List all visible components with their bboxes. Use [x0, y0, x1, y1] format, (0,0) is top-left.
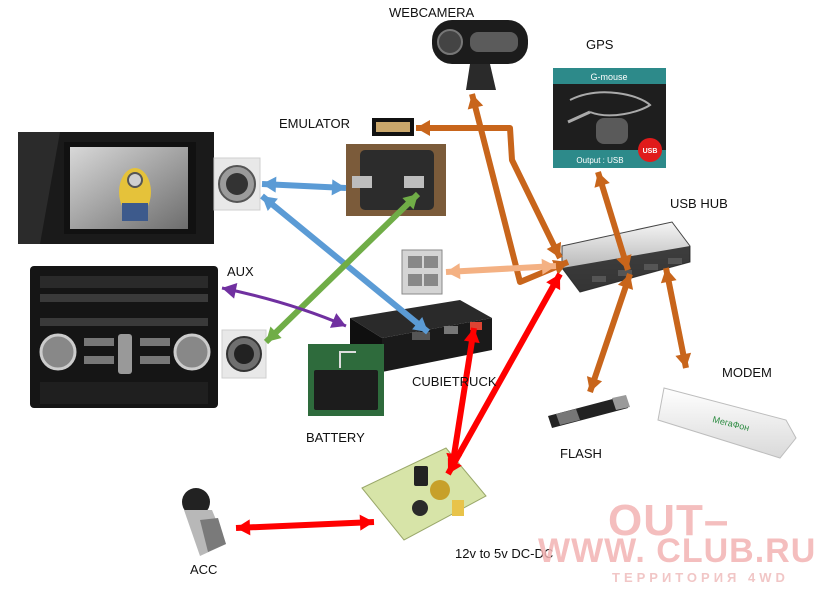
label-flash: FLASH — [560, 446, 602, 461]
radio-connector-image — [221, 329, 267, 379]
arrow-head — [262, 176, 277, 193]
gps-badge: USB — [643, 148, 658, 155]
webcamera-image — [432, 20, 528, 90]
arrow-head — [329, 313, 346, 328]
label-gps: GPS — [586, 37, 614, 52]
display-connector-image — [213, 157, 261, 211]
label-battery: BATTERY — [306, 430, 365, 445]
arrow-head — [552, 260, 568, 275]
arrow-head — [546, 274, 561, 291]
label-acc: ACC — [190, 562, 218, 577]
arrow-dc-dc-to-cubietruck — [449, 327, 477, 469]
arrow-head — [447, 457, 462, 474]
arrow-head — [594, 172, 610, 188]
watermark-line2: WWW. CLUB.RU — [538, 532, 817, 570]
arrow-head — [236, 519, 251, 536]
arrow-head — [416, 120, 430, 136]
arrow-radio-to-emulator — [263, 191, 421, 345]
gps-footer: Output : USB — [576, 156, 623, 165]
arrow-head — [463, 328, 480, 344]
label-aux: AUX — [227, 264, 254, 279]
label-cubietruck: CUBIETRUCK — [412, 374, 497, 389]
arrow-car-display-to-emulator — [261, 181, 347, 191]
arrow-head — [660, 268, 677, 284]
car-display-image — [18, 132, 214, 244]
acc-image — [182, 488, 226, 556]
gps-image — [553, 68, 666, 168]
arrow-head — [359, 514, 374, 531]
label-emulator: EMULATOR — [279, 116, 351, 131]
arrow-head — [541, 258, 556, 275]
label-dcdc: 12v to 5v DC-DC — [455, 546, 554, 561]
arrow-usb-hub-to-cubietruck — [445, 263, 557, 275]
arrow-head — [262, 196, 278, 212]
dcdc-image — [361, 447, 487, 541]
arrow-head — [467, 94, 484, 110]
arrow-usb-hub-to-modem — [663, 267, 689, 369]
arrow-head — [616, 254, 632, 270]
arrow-usb-hub-to-emulator — [416, 125, 563, 260]
label-usb-hub: USB HUB — [670, 196, 728, 211]
flash-image — [548, 395, 630, 428]
arrow-usb-hub-to-flash — [587, 273, 633, 393]
arrow-head — [546, 241, 562, 258]
radio-unit-image — [30, 266, 218, 408]
arrow-head — [446, 263, 461, 280]
arrow-head — [222, 282, 238, 299]
emulator-image — [346, 118, 446, 216]
arrow-dc-dc-to-usb-hub — [445, 272, 563, 476]
watermark-line1: OUT– — [608, 496, 730, 545]
gps-header: G-mouse — [590, 72, 627, 82]
label-webcamera: WEBCAMERA — [389, 5, 475, 20]
modem-image: МегаФон — [657, 387, 797, 459]
arrow-head — [266, 326, 282, 342]
arrow-head — [331, 179, 346, 196]
watermark-line3: ТЕРРИТОРИЯ 4WD — [612, 570, 789, 585]
label-modem: MODEM — [722, 365, 772, 380]
connection-arrows — [221, 93, 692, 536]
arrow-head — [586, 376, 603, 392]
arrow-head — [402, 194, 418, 210]
arrow-acc-to-dc-dc — [235, 519, 375, 531]
arrow-head — [412, 316, 428, 332]
arrow-head — [617, 274, 634, 290]
usb-connector-image — [401, 249, 443, 295]
arrow-usb-hub-to-gps — [595, 171, 631, 271]
arrow-head — [675, 352, 692, 368]
battery-image — [308, 344, 384, 416]
